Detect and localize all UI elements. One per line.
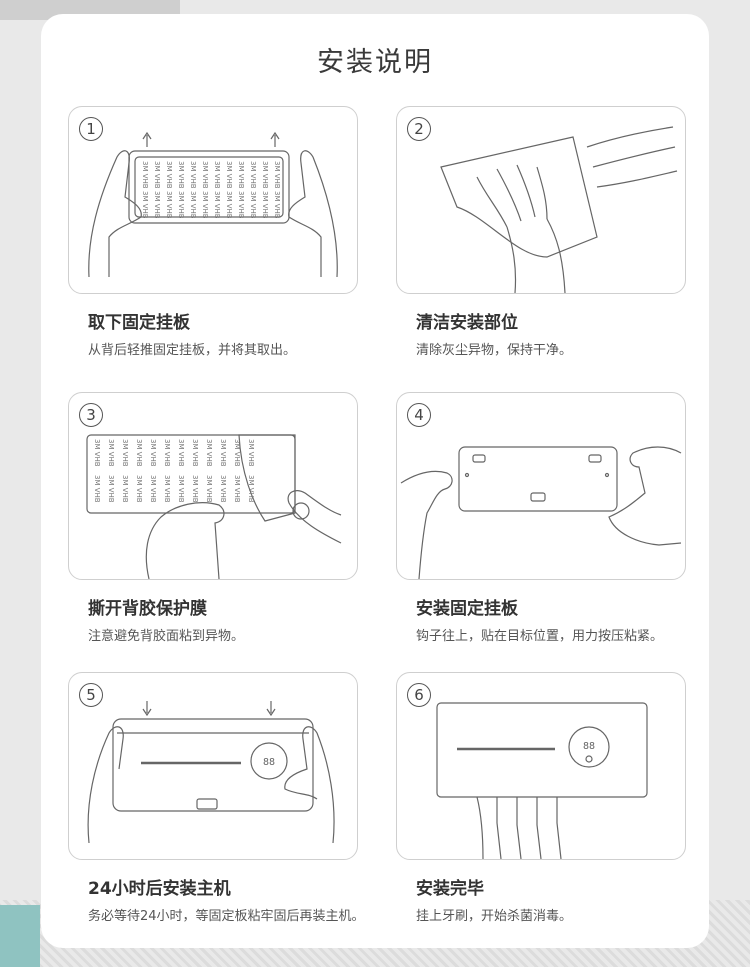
tape-label: 3M VHB [177, 475, 185, 503]
step-6-illustration: 6 88 [396, 672, 686, 860]
tape-label: 3M VHB [177, 161, 185, 189]
step-4: 4 安装固定挂板 钩子往上，贴在目标位置，用力按压粘紧。 [396, 392, 686, 644]
step-description: 钩子往上，贴在目标位置，用力按压粘紧。 [416, 629, 664, 644]
clean-wall-drawing [440, 126, 678, 293]
tape-label: 3M VHB [149, 475, 157, 503]
tape-label: 3M VHB [177, 439, 185, 467]
tape-label: 3M VHB [149, 439, 157, 467]
step-number: 3 [79, 403, 103, 427]
tape-label: 3M VHB [121, 475, 129, 503]
step-title: 安装完毕 [416, 879, 484, 899]
tape-label: 3M VHB [163, 475, 171, 503]
tape-label: 3M VHB [273, 161, 281, 189]
tape-labels: 3M VHB 3M VHB 3M VHB 3M VHB 3M VHB 3M VHB 3M V… [93, 439, 255, 503]
tape-label: 3M VHB [201, 191, 209, 219]
tape-label: 3M VHB [261, 191, 269, 219]
tape-label: 3M VHB [225, 161, 233, 189]
page-title: 安装说明 [317, 47, 433, 78]
tape-label: 3M VHB [213, 161, 221, 189]
tape-label: 3M VHB [219, 475, 227, 503]
tape-label: 3M VHB [249, 161, 257, 189]
tape-label: 3M VHB [165, 191, 173, 219]
tape-label: 3M VHB [163, 439, 171, 467]
tape-label: 3M VHB [177, 191, 185, 219]
tape-label: 3M VHB [237, 161, 245, 189]
tape-label: 3M VHB [141, 161, 149, 189]
tape-label: 3M VHB [201, 161, 209, 189]
tape-label: 3M VHB [249, 191, 257, 219]
step-title: 撕开背胶保护膜 [88, 599, 207, 619]
step-number: 1 [79, 117, 103, 141]
tape-label: 3M VHB [191, 439, 199, 467]
display-reading: 88 [583, 741, 595, 752]
step-title: 24小时后安装主机 [88, 879, 231, 899]
tape-label: 3M VHB [213, 191, 221, 219]
tape-label: 3M VHB [225, 191, 233, 219]
tape-label: 3M VHB [107, 439, 115, 467]
installed-unit-drawing: 88 [436, 702, 648, 859]
step-number: 6 [407, 683, 431, 707]
display-reading: 88 [263, 757, 275, 768]
step-number: 2 [407, 117, 431, 141]
tape-label: 3M VHB [135, 439, 143, 467]
step-4-illustration: 4 [396, 392, 686, 580]
step-description: 从背后轻推固定挂板，并将其取出。 [88, 343, 297, 358]
tape-labels: 3M VHB 3M VHB 3M VHB 3M VHB 3M VHB 3M VHB 3M V… [141, 161, 281, 219]
step-title: 安装固定挂板 [416, 599, 518, 619]
tape-label: 3M VHB [153, 191, 161, 219]
tape-label: 3M VHB [189, 191, 197, 219]
tape-label: 3M VHB [189, 161, 197, 189]
step-number: 4 [407, 403, 431, 427]
tape-label: 3M VHB [135, 475, 143, 503]
tape-label: 3M VHB [141, 191, 149, 219]
tape-label: 3M VHB [233, 475, 241, 503]
tape-label: 3M VHB [233, 439, 241, 467]
step-title: 清洁安装部位 [416, 313, 518, 333]
tape-label: 3M VHB [191, 475, 199, 503]
tape-label: 3M VHB [273, 191, 281, 219]
step-2: 2 清洁安装部位 清除灰尘异物，保持干净。 [396, 106, 686, 358]
step-number: 5 [79, 683, 103, 707]
step-description: 挂上牙刷，开始杀菌消毒。 [416, 909, 573, 924]
tape-label: 3M VHB [247, 475, 255, 503]
tape-label: 3M VHB [219, 439, 227, 467]
step-5: 5 88 24小时后安装主机 务必等待24小时，等固定板粘牢固后再装主机。 [68, 672, 365, 924]
tape-label: 3M VHB [205, 475, 213, 503]
mount-plate-drawing [400, 446, 682, 579]
remove-plate-drawing: 3M VHB 3M VHB 3M VHB 3M VHB 3M VHB 3M VHB 3M V… [88, 131, 338, 278]
tape-label: 3M VHB [247, 439, 255, 467]
mount-unit-drawing: 88 [87, 701, 335, 844]
step-description: 务必等待24小时，等固定板粘牢固后再装主机。 [88, 909, 365, 924]
step-description: 注意避免背胶面粘到异物。 [88, 629, 245, 644]
step-title: 取下固定挂板 [88, 313, 190, 333]
peel-film-drawing: 3M VHB 3M VHB 3M VHB 3M VHB 3M VHB 3M VHB 3M V… [86, 434, 342, 579]
tape-label: 3M VHB [121, 439, 129, 467]
tape-label: 3M VHB [205, 439, 213, 467]
step-6: 6 88 安装完毕 挂上牙刷，开始杀菌消毒。 [396, 672, 686, 924]
tape-label: 3M VHB [107, 475, 115, 503]
step-5-illustration: 5 88 [68, 672, 358, 860]
tape-label: 3M VHB [261, 161, 269, 189]
step-2-illustration: 2 [396, 106, 686, 294]
tape-label: 3M VHB [93, 439, 101, 467]
background-teal-object [0, 905, 40, 967]
tape-label: 3M VHB [237, 191, 245, 219]
tape-label: 3M VHB [93, 475, 101, 503]
tape-label: 3M VHB [153, 161, 161, 189]
step-description: 清除灰尘异物，保持干净。 [416, 343, 573, 358]
tape-label: 3M VHB [165, 161, 173, 189]
